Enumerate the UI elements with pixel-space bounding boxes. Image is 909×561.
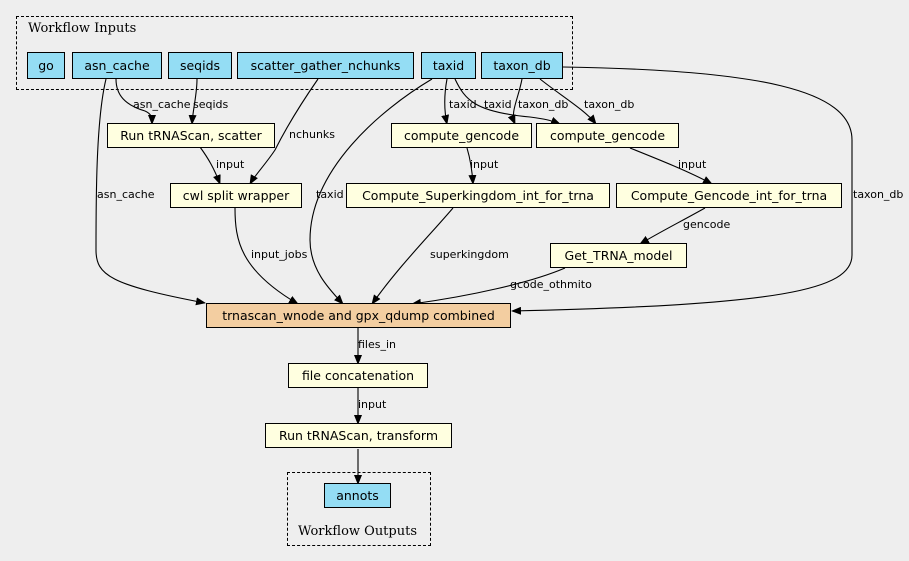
edge-superkingdom-to-combined	[371, 207, 454, 305]
edge-gencode-int-to-model	[639, 207, 706, 245]
step-compute-superkingdom[interactable]: Compute_Superkingdom_int_for_trna	[346, 183, 610, 208]
edge-label-taxon-db-combined: taxon_db	[853, 188, 904, 201]
input-taxid[interactable]: taxid	[421, 52, 476, 79]
edge-label-input-jobs: input_jobs	[251, 248, 308, 261]
edge-model-to-combined	[411, 267, 566, 307]
input-seqids[interactable]: seqids	[168, 52, 232, 79]
step-cwl-split-wrapper[interactable]: cwl split wrapper	[170, 183, 302, 208]
edge-taxon-db-to-cg1	[507, 78, 523, 125]
edge-label-gencode: gencode	[683, 218, 731, 231]
edge-label-superkingdom: superkingdom	[430, 248, 509, 261]
step-compute-gencode-1[interactable]: compute_gencode	[391, 123, 532, 148]
input-asn-cache[interactable]: asn_cache	[72, 52, 162, 79]
step-trnascan-combined[interactable]: trnascan_wnode and gpx_qdump combined	[206, 303, 511, 328]
input-go[interactable]: go	[27, 52, 65, 79]
edge-label-nchunks: nchunks	[289, 128, 336, 141]
edge-label-taxid-cg2: taxid	[484, 98, 512, 111]
edge-label-cg2-gencode-int: input	[678, 158, 707, 171]
edge-label-concat-transform: input	[358, 398, 387, 411]
edge-label-taxid-cg1: taxid	[449, 98, 477, 111]
edge-seqids-to-scatter	[188, 78, 198, 125]
output-annots[interactable]: annots	[324, 483, 391, 508]
edge-label-scatter-split: input	[216, 158, 245, 171]
edge-label-taxon-db-cg2: taxon_db	[584, 98, 635, 111]
edge-label-asn-cache-scatter: asn_cache	[133, 98, 191, 111]
edge-taxon-db-to-cg2	[539, 78, 597, 125]
step-file-concatenation[interactable]: file concatenation	[288, 363, 428, 388]
edge-scatter-to-split	[199, 146, 221, 185]
edge-split-to-combined	[234, 207, 299, 305]
edge-label-taxid-combined: taxid	[316, 188, 344, 201]
step-compute-gencode-int[interactable]: Compute_Gencode_int_for_trna	[616, 183, 842, 208]
edge-cg2-to-gencode-int	[629, 147, 713, 185]
edge-nchunks-to-split	[249, 78, 319, 185]
edge-taxid-to-cg2	[454, 78, 561, 125]
edge-taxon-db-to-combined	[511, 66, 853, 315]
workflow-inputs-cluster: Workflow Inputs	[16, 16, 573, 90]
step-get-trna-model[interactable]: Get_TRNA_model	[550, 243, 687, 268]
input-taxon-db[interactable]: taxon_db	[481, 52, 563, 79]
step-run-trnascan-transform[interactable]: Run tRNAScan, transform	[265, 423, 452, 448]
step-compute-gencode-2[interactable]: compute_gencode	[536, 123, 679, 148]
edge-asn-cache-to-combined	[95, 78, 206, 306]
edge-label-seqids: seqids	[193, 98, 229, 111]
edge-taxid-to-combined	[309, 78, 433, 305]
edge-asn-cache-to-scatter	[115, 78, 156, 125]
workflow-outputs-title: Workflow Outputs	[298, 524, 417, 539]
edge-label-asn-cache-combined: asn_cache	[97, 188, 155, 201]
edge-taxid-to-cg1	[441, 78, 450, 125]
edge-label-taxon-db-cg1: taxon_db	[518, 98, 569, 111]
edge-cg1-to-superkingdom	[466, 147, 477, 185]
workflow-outputs-cluster: Workflow Outputs	[287, 472, 431, 546]
workflow-inputs-title: Workflow Inputs	[28, 21, 137, 36]
edge-label-cg1-superkingdom: input	[470, 158, 499, 171]
edge-label-files-in: files_in	[358, 338, 397, 351]
edge-label-gcode-othmito: gcode_othmito	[510, 278, 592, 291]
input-scatter-gather-nchunks[interactable]: scatter_gather_nchunks	[237, 52, 414, 79]
step-run-trnascan-scatter[interactable]: Run tRNAScan, scatter	[107, 123, 275, 148]
